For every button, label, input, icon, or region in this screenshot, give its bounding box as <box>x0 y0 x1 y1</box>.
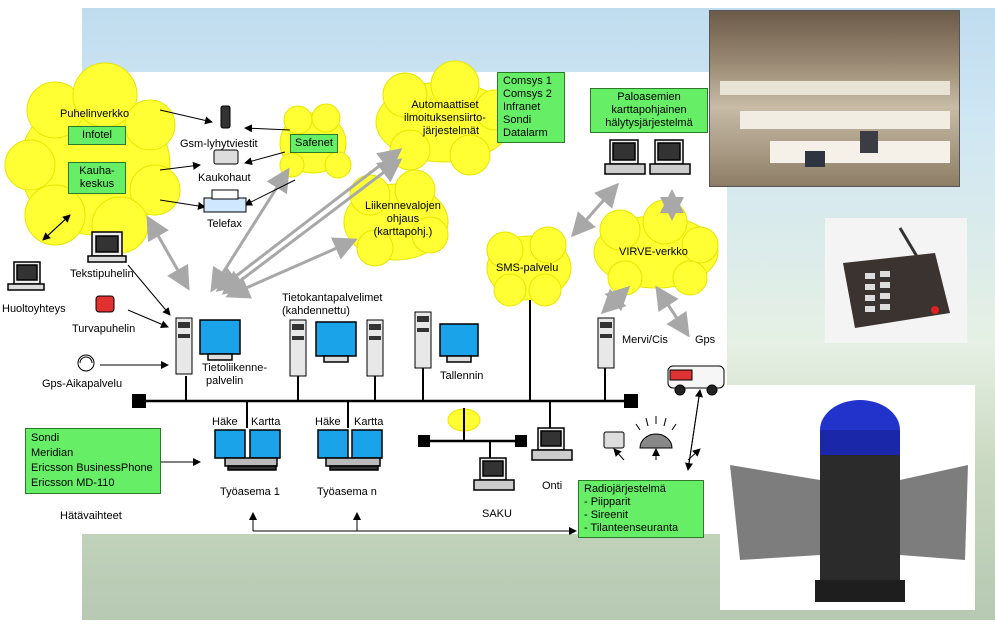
telefax-label: Telefax <box>207 218 242 230</box>
control-room-illustration <box>720 81 950 167</box>
liikennevalojen-label: Liikennevalojen ohjaus (karttapohj.) <box>365 200 441 238</box>
virve-label: VIRVE-verkko <box>619 246 688 258</box>
automaattiset-label: Automaattiset ilmoituksensiirto- järjest… <box>404 99 486 137</box>
tyoasemaN-label: Työasema n <box>317 486 377 498</box>
puhelinverkko-label: Puhelinverkko <box>60 108 130 120</box>
saku-label: SAKU <box>482 508 512 520</box>
tyoasema1-label: Työasema 1 <box>220 486 280 498</box>
automaattiset-cloud <box>375 60 516 176</box>
control-room-photo <box>709 10 960 187</box>
mervi-label: Mervi/Cis <box>622 334 668 346</box>
server-towers <box>175 311 615 377</box>
siren-photo <box>720 385 975 610</box>
hatavaihteet-box: Sondi Meridian Ericsson BusinessPhone Er… <box>25 428 161 494</box>
paloasemien-box: Paloasemien karttapohjainen hälytysjärje… <box>590 88 708 133</box>
huoltoyhteys-label: Huoltoyhteys <box>2 303 66 315</box>
hake1-label: Häke <box>212 416 238 428</box>
gps-label: Gps <box>695 334 716 346</box>
tekstipuhelin-label: Tekstipuhelin <box>70 268 134 280</box>
turvapuhelin-label: Turvapuhelin <box>72 323 136 335</box>
siren-illustration <box>730 400 968 602</box>
kartta2-label: Kartta <box>354 416 384 428</box>
tallennin-label: Tallennin <box>440 370 484 382</box>
puhelinverkko-cloud <box>4 62 181 254</box>
comsys-box: Comsys 1 Comsys 2 Infranet Sondi Datalar… <box>497 72 565 143</box>
gps-aika-label: Gps-Aikapalvelu <box>42 378 123 390</box>
virve-cloud <box>593 199 719 296</box>
infotel-box: Infotel <box>68 126 126 145</box>
sms-label: SMS-palvelu <box>496 262 559 274</box>
kartta1-label: Kartta <box>251 416 281 428</box>
safenet-box: Safenet <box>290 134 338 153</box>
kaukohaut-label: Kaukohaut <box>198 172 251 184</box>
hake2-label: Häke <box>315 416 341 428</box>
monitors <box>7 139 691 491</box>
gsm-label: Gsm-lyhytviestit <box>180 138 258 150</box>
onti-label: Onti <box>542 480 563 492</box>
radio-box: Radiojärjestelmä - Piipparit - Sireenit … <box>578 480 704 538</box>
radio-device-illustration <box>843 227 950 328</box>
radio-device-photo <box>825 218 967 343</box>
devices <box>77 105 725 449</box>
tietokanta-label: Tietokantapalvelimet (kahdennettu) <box>282 292 383 317</box>
tietoliikenne-label: Tietoliikenne- palvelin <box>202 362 268 387</box>
hatavaihteet-label: Hätävaihteet <box>60 510 122 522</box>
network-bus <box>132 300 638 458</box>
kauhakeskus-box: Kauha- keskus <box>68 162 126 194</box>
